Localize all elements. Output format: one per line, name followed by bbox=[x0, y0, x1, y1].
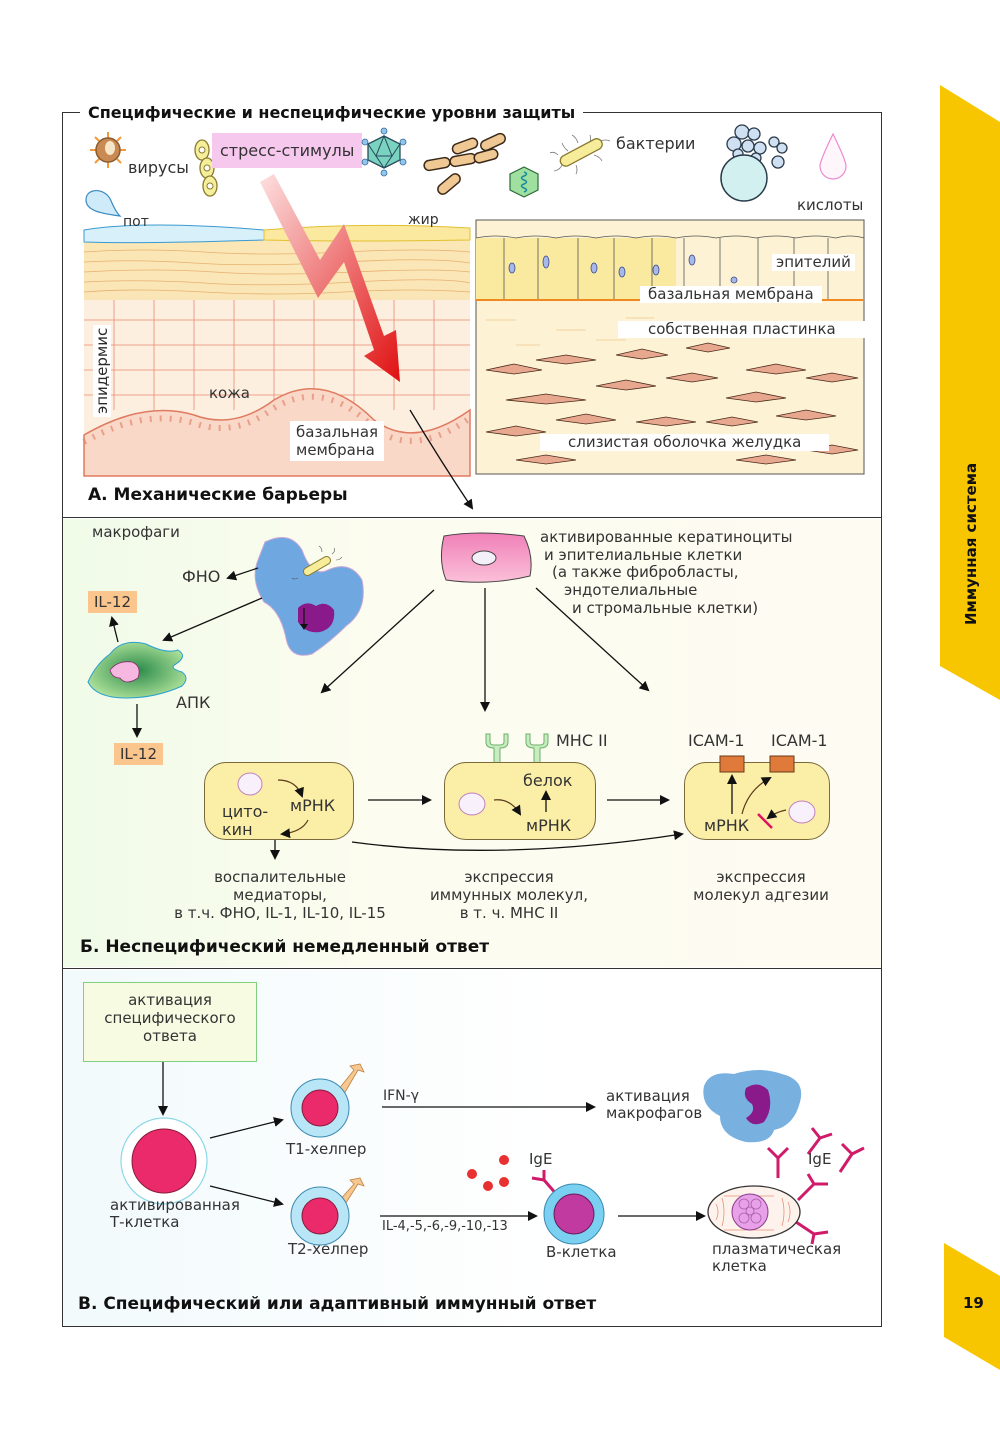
flagellated-bacterium-icon bbox=[549, 134, 611, 175]
fat-label: жир bbox=[408, 212, 439, 228]
activated-t-cell-label: активированная Т-клетка bbox=[110, 1196, 240, 1232]
caption-immune-molecules: экспрессия иммунных молекул, в т. ч. MHC… bbox=[430, 868, 588, 922]
macrophages-label: макрофаги bbox=[92, 523, 180, 541]
t2-helper-cell bbox=[290, 1177, 365, 1246]
phagocytosis-icon bbox=[720, 124, 788, 202]
t1-helper-cell bbox=[290, 1063, 365, 1138]
ige-left-label: IgE bbox=[529, 1150, 553, 1168]
acid-drop-icon bbox=[819, 132, 847, 180]
cell1-mrna-label: мРНК bbox=[290, 796, 336, 815]
stress-arrow bbox=[260, 174, 400, 382]
b-cell-label: В-клетка bbox=[546, 1243, 617, 1261]
cell3-mrna-label: мРНК bbox=[704, 816, 750, 835]
macrophage-activation-label: активация макрофагов bbox=[606, 1087, 703, 1123]
acids-label: кислоты bbox=[797, 196, 864, 214]
page-number: 19 bbox=[963, 1294, 984, 1312]
mhc-ii-receptors bbox=[485, 733, 549, 765]
cytokine-cell-internals bbox=[237, 772, 309, 839]
ifn-gamma-label: IFN-γ bbox=[383, 1088, 419, 1104]
plasma-cell bbox=[707, 1127, 865, 1245]
specific-response-activation-box: активация специфического ответа bbox=[83, 982, 257, 1062]
lamina-propria-label: собственная пластинка bbox=[618, 320, 866, 339]
cell1-cytokine-label: цито- кин bbox=[222, 802, 269, 839]
page-title: Специфические и неспецифические уровни з… bbox=[80, 103, 584, 122]
section-a-title: А. Механические барьеры bbox=[88, 485, 348, 505]
tnf-label: ФНО bbox=[182, 567, 221, 586]
b-cell bbox=[531, 1170, 605, 1245]
ige-right-label: IgE bbox=[808, 1150, 832, 1168]
gastric-mucosa-label: слизистая оболочка желудка bbox=[540, 433, 830, 452]
stress-stimuli-label: стресс-стимулы bbox=[212, 133, 363, 168]
mhc-ii-label: MHC II bbox=[556, 731, 608, 750]
basal-membrane-skin-label: базальная мембрана bbox=[290, 421, 385, 461]
apc-label: АПК bbox=[176, 693, 211, 712]
icam1-right-label: ICAM-1 bbox=[771, 731, 828, 750]
caption-adhesion-molecules: экспрессия молекул адгезии bbox=[693, 868, 829, 904]
spirochete-icon bbox=[509, 166, 539, 198]
section-c-title: В. Специфический или адаптивный иммунный… bbox=[78, 1294, 597, 1314]
divider-b-c bbox=[62, 968, 882, 969]
cell2-protein-label: белок bbox=[523, 771, 573, 790]
adhesion-cell-internals bbox=[719, 755, 816, 829]
il12-top-label: IL-12 bbox=[88, 591, 138, 613]
cell2-mrna-label: мРНК bbox=[526, 816, 572, 835]
cytokine-cell bbox=[204, 762, 354, 840]
divider-a-b bbox=[62, 517, 882, 518]
activated-macrophage bbox=[703, 1070, 802, 1143]
basal-membrane-label: базальная мембрана bbox=[640, 285, 822, 304]
bacteria-label: бактерии bbox=[616, 134, 696, 153]
apc-cell bbox=[87, 641, 187, 699]
activated-t-cell bbox=[120, 1117, 208, 1205]
virus-icon bbox=[90, 132, 126, 168]
skin-label: кожа bbox=[209, 384, 250, 402]
plasma-cell-label: плазматическая клетка bbox=[712, 1240, 842, 1276]
caption-inflammatory-mediators: воспалительные медиаторы, в т.ч. ФНО, IL… bbox=[174, 868, 386, 922]
ige-molecules bbox=[467, 1155, 509, 1191]
t1-helper-label: Т1-хелпер bbox=[286, 1140, 367, 1158]
sweat-label: пот bbox=[123, 214, 149, 230]
epithelium-label: эпителий bbox=[772, 253, 855, 272]
mhc-cell-internals bbox=[458, 790, 551, 816]
activated-keratinocyte bbox=[440, 532, 532, 583]
interleukins-label: IL-4,-5,-6,-9,-10,-13 bbox=[382, 1219, 508, 1234]
rod-bacteria-icon bbox=[423, 132, 507, 195]
il12-bottom-label: IL-12 bbox=[114, 743, 164, 765]
yeast-chain-icon bbox=[194, 139, 218, 197]
icam1-left-label: ICAM-1 bbox=[688, 731, 745, 750]
macrophage-cell bbox=[254, 537, 364, 656]
section-b-title: Б. Неспецифический немедленный ответ bbox=[80, 937, 490, 957]
sweat-drop-icon bbox=[85, 190, 122, 217]
t2-helper-label: Т2-хелпер bbox=[288, 1240, 369, 1258]
side-tab-label: Иммунная система bbox=[962, 462, 980, 625]
epidermis-label: эпидермис bbox=[93, 324, 111, 417]
viruses-label: вирусы bbox=[128, 158, 189, 177]
icosahedral-virus-icon bbox=[361, 127, 407, 177]
activated-cells-description: активированные кератиноциты и эпителиаль… bbox=[540, 528, 793, 617]
